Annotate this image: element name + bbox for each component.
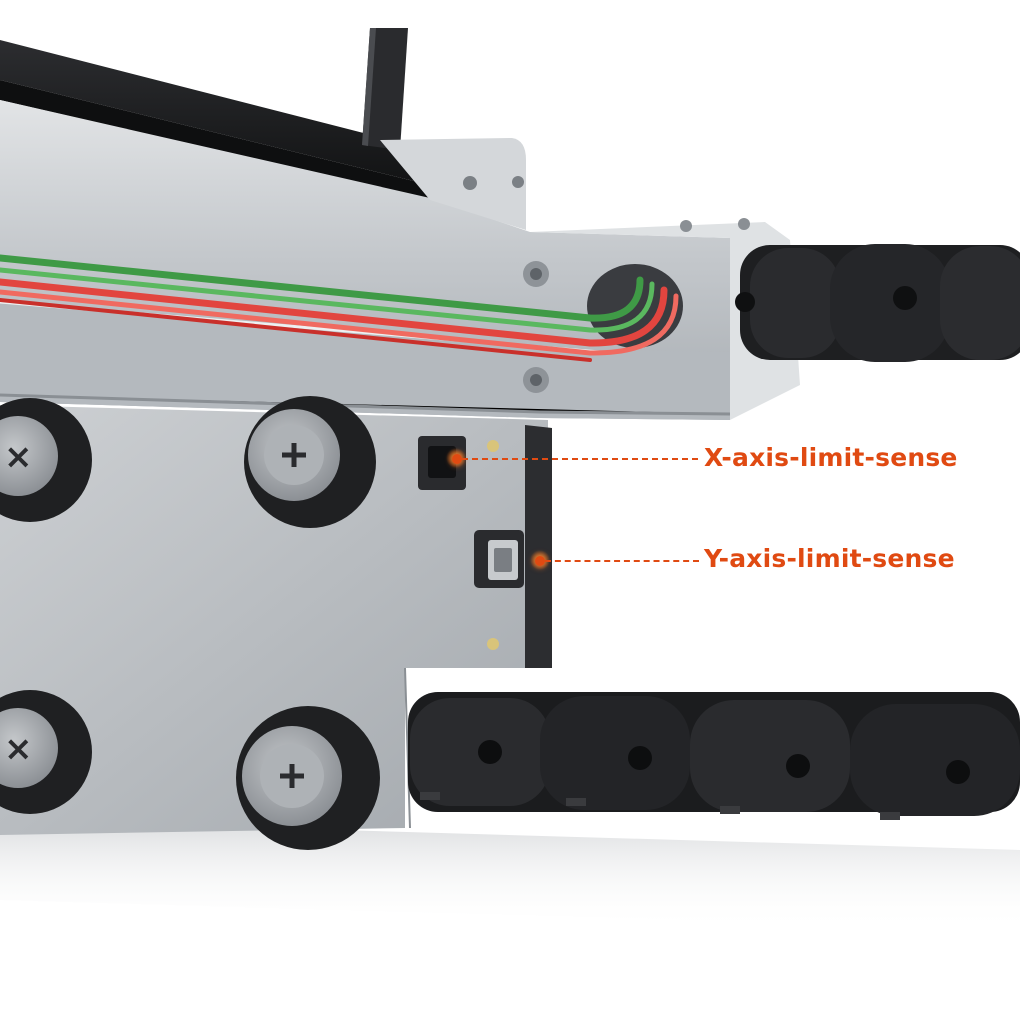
wheel-top-left: × [0,398,92,522]
x-axis-callout-line [462,458,698,460]
x-axis-callout-dot [452,454,462,464]
upper-drag-chain [735,244,1020,362]
y-axis-callout-dot [535,556,545,566]
x-limit-switch [418,436,499,490]
y-axis-callout-label: Y-axis-limit-sense [704,544,955,573]
floor-shadow [0,820,1020,930]
wheel-bottom-left: × [0,690,92,814]
y-axis-callout-line [545,560,699,562]
svg-text:×: × [4,437,33,477]
carriage-plate [0,405,552,835]
x-axis-callout-label: X-axis-limit-sense [704,443,958,472]
svg-text:×: × [4,729,33,769]
wheel-bottom-center [236,706,380,850]
wire-bundle [0,254,679,362]
top-rail [0,28,430,200]
y-limit-switch [474,530,550,650]
wheel-top-center [244,396,376,528]
lower-drag-chain [408,692,1020,820]
